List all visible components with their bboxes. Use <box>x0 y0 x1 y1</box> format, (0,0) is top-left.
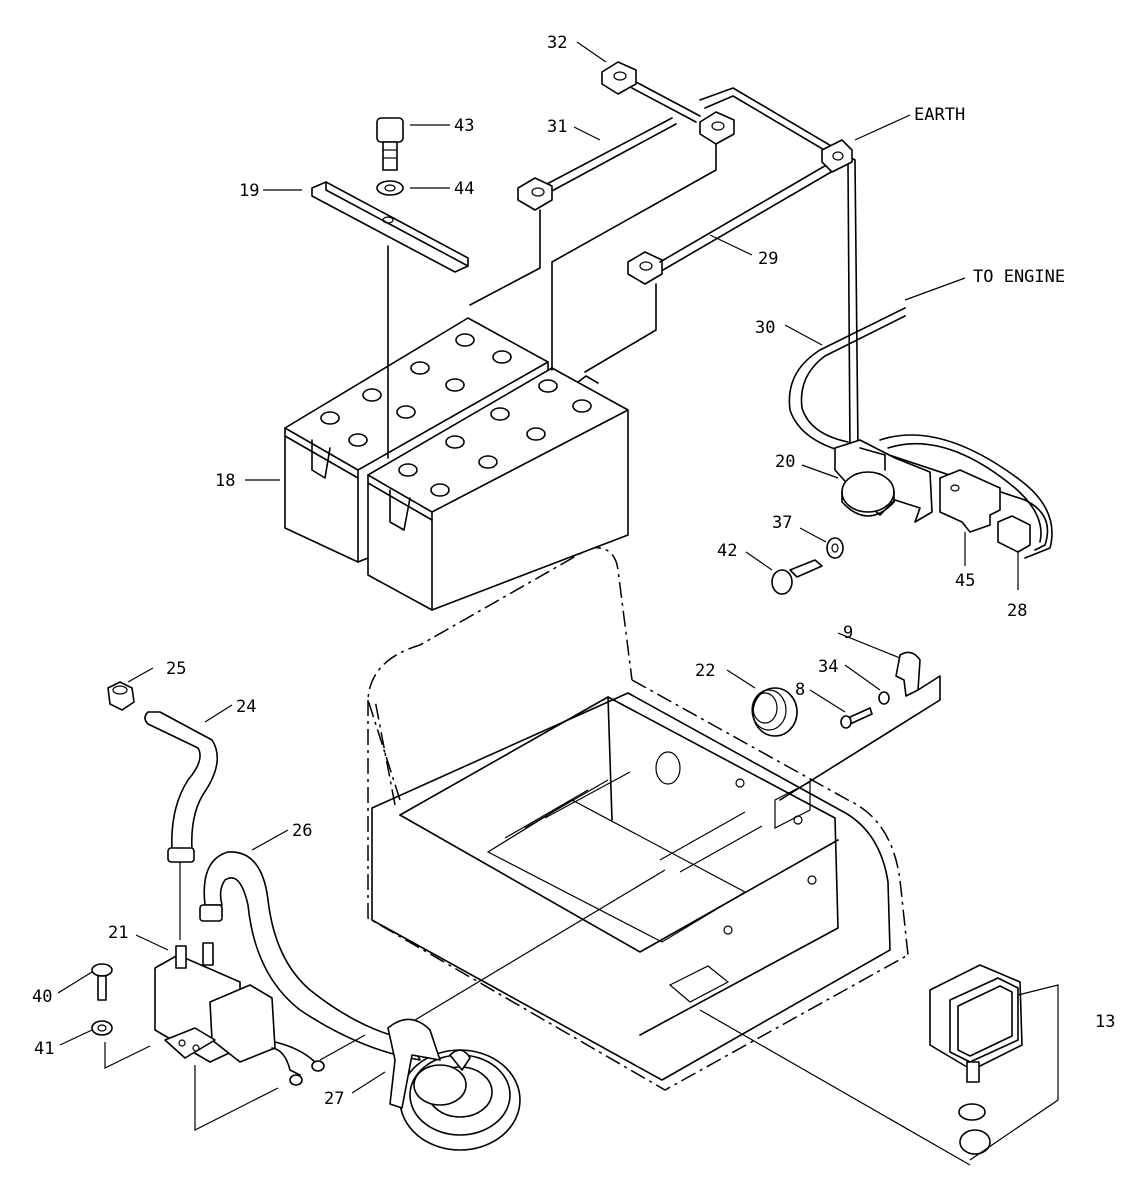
callout-42: 42 <box>717 541 737 561</box>
screw-8 <box>840 707 873 729</box>
relay-20 <box>834 434 1053 559</box>
washer-34 <box>878 691 890 705</box>
callout-32: 32 <box>547 33 567 53</box>
callout-9: 9 <box>843 623 853 643</box>
callout-18: 18 <box>215 471 235 491</box>
washer-41 <box>91 1020 113 1036</box>
grommet-22 <box>751 687 798 737</box>
callout-19: 19 <box>239 181 259 201</box>
battery-right <box>367 367 629 611</box>
relay-21 <box>104 942 366 1131</box>
clamp-9 <box>779 651 941 801</box>
callout-labels: 32 43 31 44 19 EARTH 29 TO ENGINE 30 18 … <box>32 33 1115 1109</box>
washer-37 <box>826 537 844 559</box>
cable-30 <box>788 307 1049 551</box>
callout-34: 34 <box>818 657 838 677</box>
bracket-45 <box>939 469 1001 566</box>
callout-27: 27 <box>324 1089 344 1109</box>
screw-40 <box>91 963 113 1001</box>
callout-22: 22 <box>695 661 715 681</box>
callout-31: 31 <box>547 117 567 137</box>
earth-strap <box>699 87 859 451</box>
callout-20: 20 <box>775 452 795 472</box>
callout-41: 41 <box>34 1039 54 1059</box>
work-lamp-13 <box>699 964 1059 1166</box>
callout-21: 21 <box>108 923 128 943</box>
callout-37: 37 <box>772 513 792 533</box>
callout-8: 8 <box>795 680 805 700</box>
bolt-42 <box>771 559 823 595</box>
callout-to-engine: TO ENGINE <box>973 267 1065 287</box>
washer-44 <box>376 180 404 196</box>
battery-box <box>367 546 909 1091</box>
callout-28: 28 <box>1007 601 1027 621</box>
loom-27 <box>387 869 666 1151</box>
callout-earth: EARTH <box>914 105 965 125</box>
callout-24: 24 <box>236 697 256 717</box>
callout-30: 30 <box>755 318 775 338</box>
callout-44: 44 <box>454 179 474 199</box>
callout-13: 13 <box>1095 1012 1115 1032</box>
hold-down-bolt <box>376 117 404 171</box>
hold-down-bar <box>311 181 469 459</box>
cable-32 <box>551 61 735 371</box>
cable-29 <box>584 159 839 373</box>
callout-40: 40 <box>32 987 52 1007</box>
callout-29: 29 <box>758 249 778 269</box>
callout-25: 25 <box>166 659 186 679</box>
leader-lines <box>57 41 966 1094</box>
hose-26 <box>199 851 421 1061</box>
cable-31 <box>469 117 677 306</box>
terminal-28 <box>997 515 1031 590</box>
callout-43: 43 <box>454 116 474 136</box>
callout-45: 45 <box>955 571 975 591</box>
hose-24 <box>144 711 219 940</box>
callout-26: 26 <box>292 821 312 841</box>
nut-25 <box>107 681 135 711</box>
